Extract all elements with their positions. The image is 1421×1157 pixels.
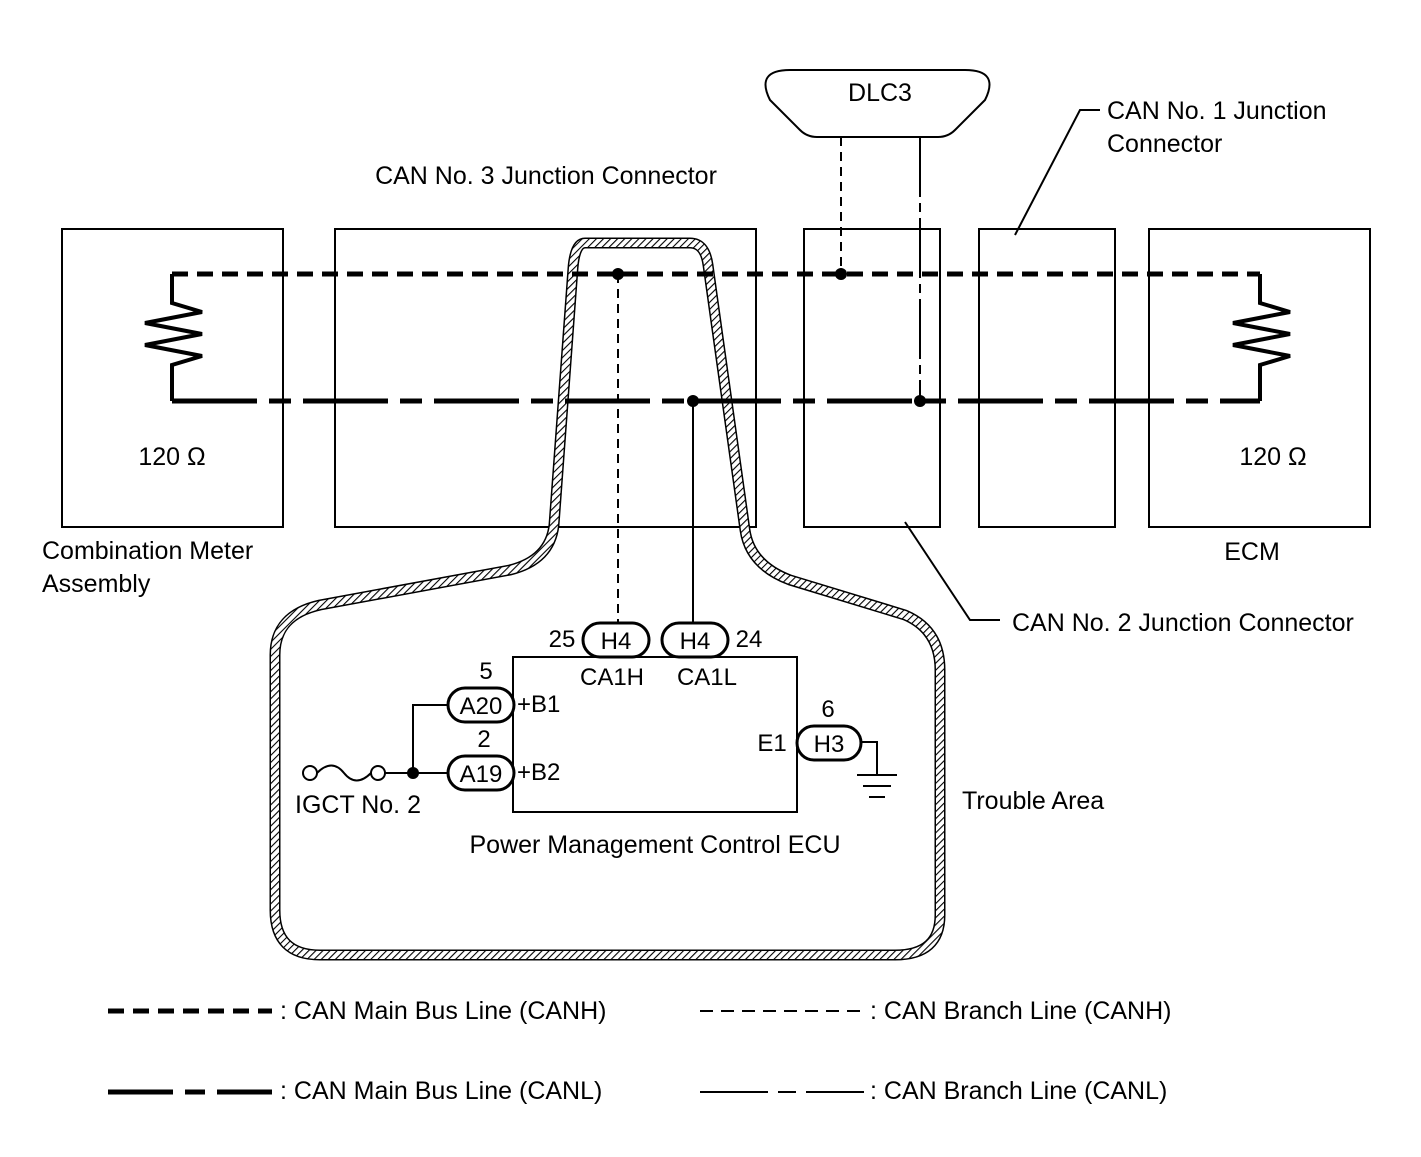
ground-wire	[861, 741, 878, 775]
e1-pin-number: 6	[821, 696, 834, 723]
igct-fuse-label: IGCT No. 2	[295, 791, 421, 819]
b1-terminal-name: +B1	[517, 691, 560, 718]
ca1l-terminal-name: CA1L	[677, 664, 737, 691]
ground-icon	[857, 774, 897, 798]
b1-feed-wire	[412, 704, 448, 773]
legend-branch-canh-text: : CAN Branch Line (CANH)	[870, 997, 1171, 1025]
power-management-ecu-box	[512, 656, 798, 813]
power-feed-junction-dot	[407, 767, 419, 779]
e1-terminal-name: E1	[757, 730, 786, 757]
can1-junction-label-line1: CAN No. 1 Junction	[1107, 97, 1327, 125]
b2-terminal-name: +B2	[517, 759, 560, 786]
ecm-label: ECM	[1224, 538, 1280, 566]
b2-pin-number: 2	[477, 726, 490, 753]
ecm-box	[1148, 228, 1371, 528]
ecu-canl-junction-dot	[687, 395, 699, 407]
legend-main-canh-text: : CAN Main Bus Line (CANH)	[280, 997, 606, 1025]
fuse-element-icon	[316, 764, 372, 782]
dlc3-canh-junction-dot	[835, 268, 847, 280]
b1-connector-label: A20	[460, 693, 503, 720]
legend-main-canl-text: : CAN Main Bus Line (CANL)	[280, 1077, 602, 1105]
can2-leader-line	[904, 521, 1000, 621]
can2-junction-box	[803, 228, 941, 528]
combination-meter-label-line1: Combination Meter	[42, 537, 253, 565]
dlc3-canl-junction-dot	[914, 395, 926, 407]
ca1h-connector	[581, 621, 651, 659]
can1-junction-label-line2: Connector	[1107, 130, 1222, 158]
can3-junction-label: CAN No. 3 Junction Connector	[375, 162, 717, 190]
e1-connector-label: H3	[814, 731, 845, 758]
can2-junction-label: CAN No. 2 Junction Connector	[1012, 609, 1354, 637]
power-management-ecu-label: Power Management Control ECU	[470, 831, 841, 859]
ca1l-connector	[660, 621, 730, 659]
ca1h-pin-number: 25	[549, 626, 576, 653]
dlc3-connector	[764, 69, 991, 138]
fuse-terminal-left	[302, 765, 318, 781]
combination-meter-label-line2: Assembly	[42, 570, 151, 598]
b1-pin-number: 5	[479, 658, 492, 685]
can1-leader-line	[1014, 109, 1100, 236]
trouble-area-hatch	[271, 239, 944, 959]
ca1h-terminal-name: CA1H	[580, 664, 644, 691]
resistor-left-label: 120 Ω	[138, 443, 205, 471]
fuse-terminal-right	[370, 765, 386, 781]
dlc3-label: DLC3	[848, 79, 912, 107]
resistor-right-label: 120 Ω	[1239, 443, 1306, 471]
ca1l-connector-label: H4	[680, 628, 711, 655]
ca1h-connector-label: H4	[601, 628, 632, 655]
ecu-canh-junction-dot	[612, 268, 624, 280]
can1-junction-box	[978, 228, 1116, 528]
trouble-area-label: Trouble Area	[962, 787, 1104, 815]
can3-junction-box	[334, 228, 757, 528]
b2-connector-label: A19	[460, 761, 503, 788]
combination-meter-box	[61, 228, 284, 528]
ca1l-pin-number: 24	[736, 626, 763, 653]
legend-branch-canl-text: : CAN Branch Line (CANL)	[870, 1077, 1167, 1105]
resistor-left	[144, 274, 203, 401]
resistor-right	[1232, 274, 1291, 401]
